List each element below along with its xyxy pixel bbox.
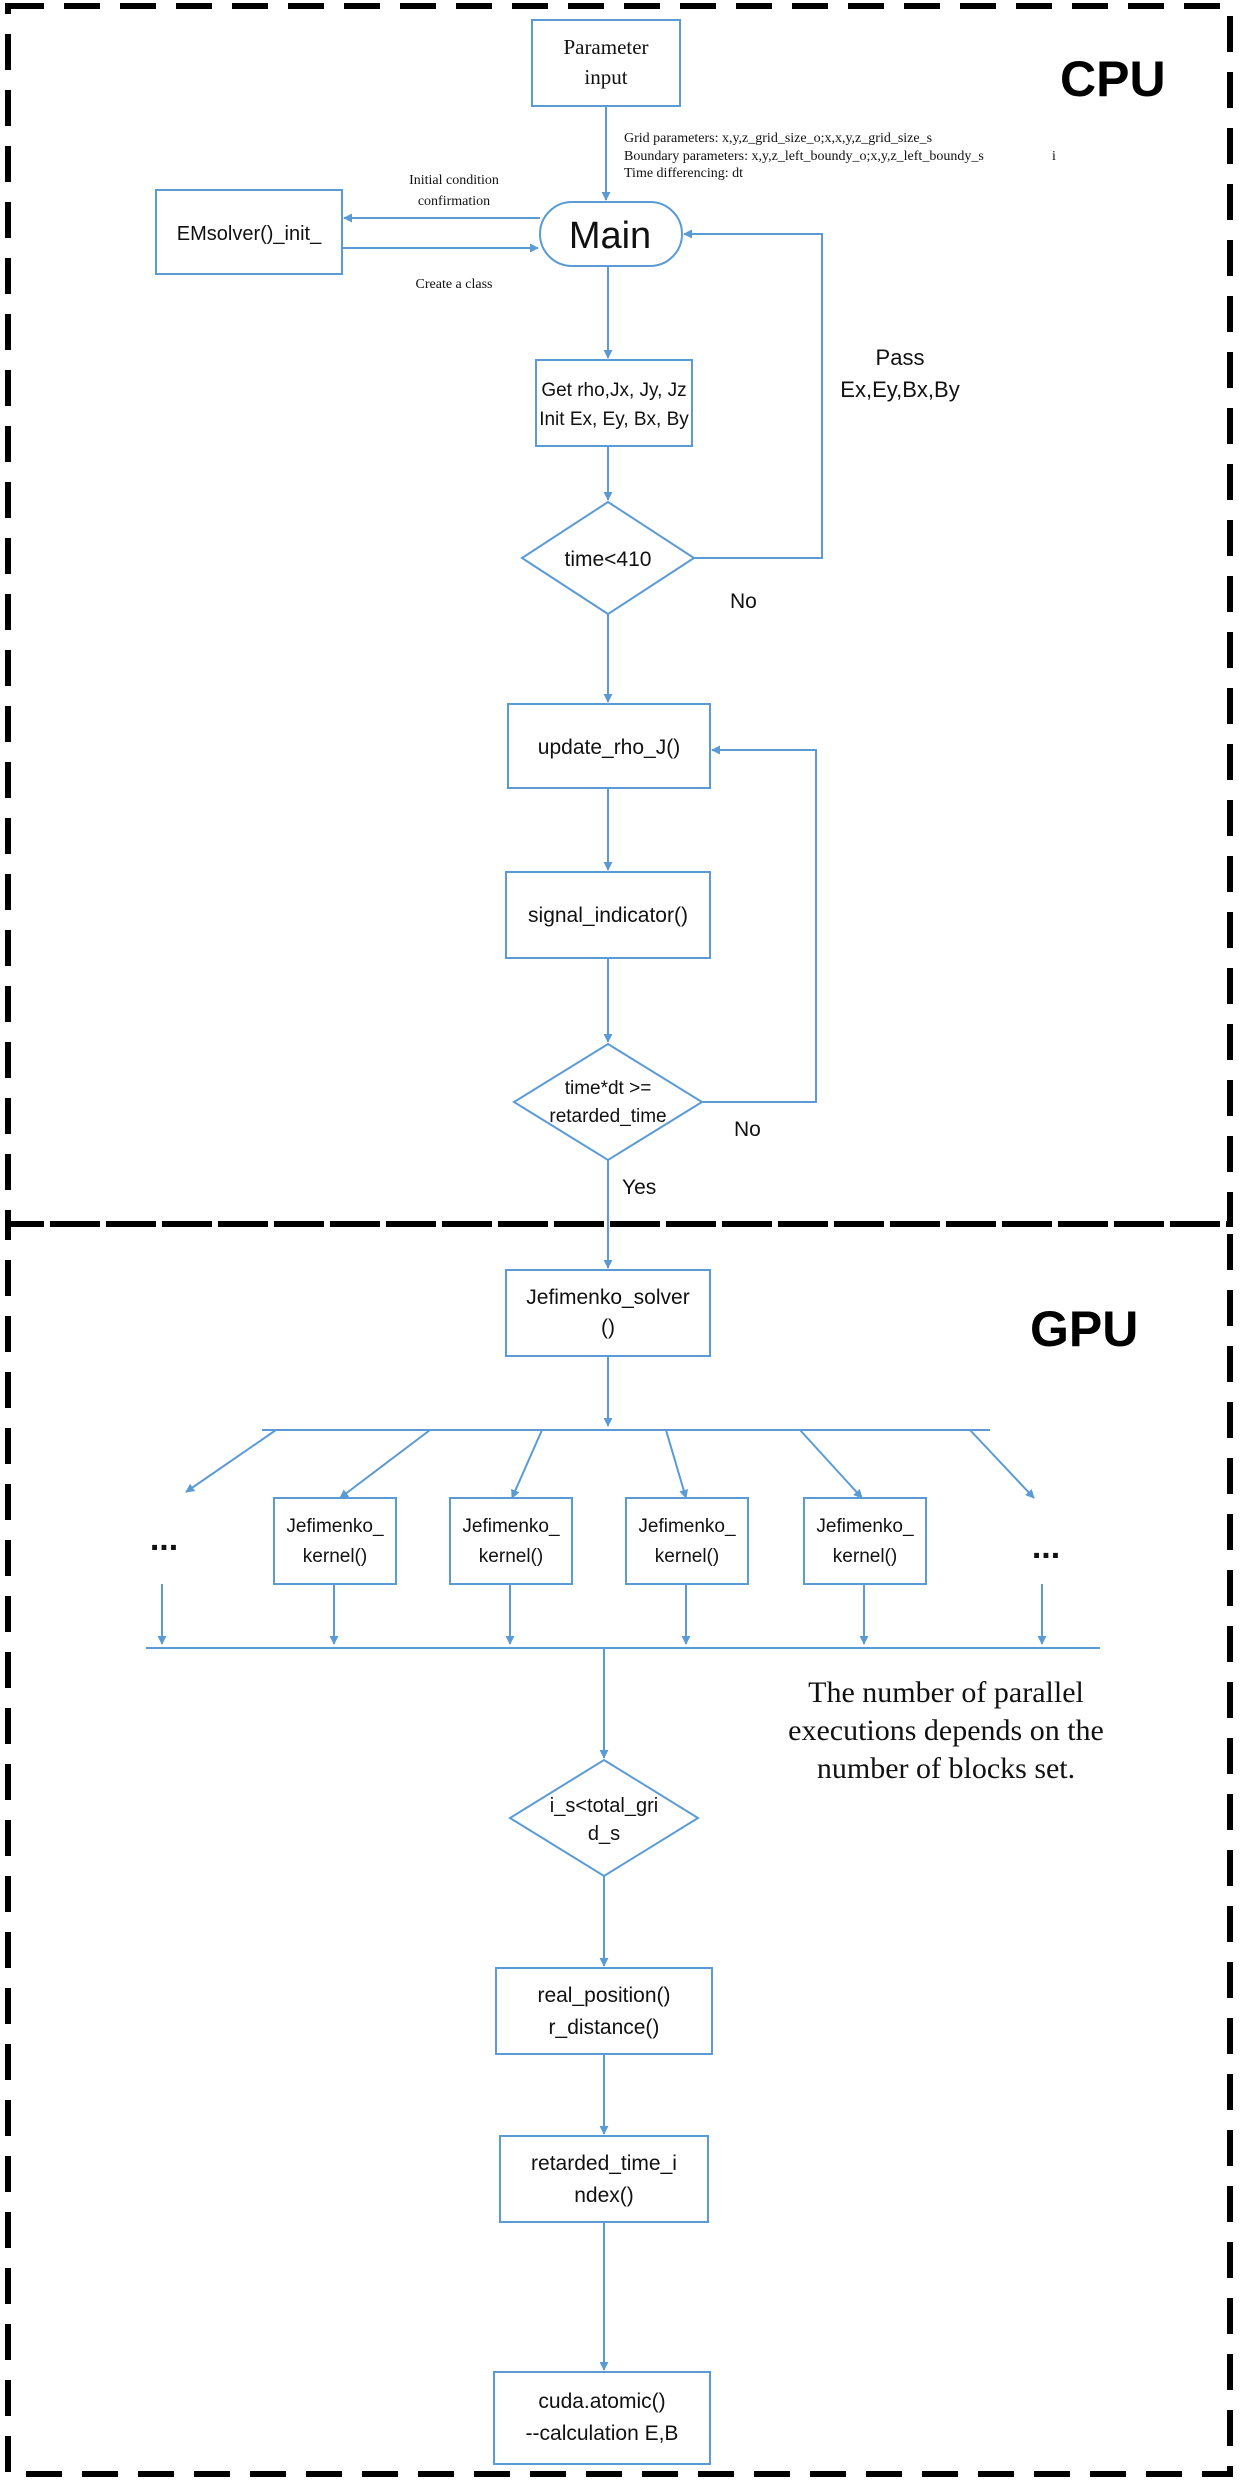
svg-text:Jefimenko_: Jefimenko_ bbox=[462, 1516, 560, 1537]
no-label-2: No bbox=[734, 1118, 761, 1141]
jefimenko-kernel-3: Jefimenko_ kernel() bbox=[625, 1497, 749, 1585]
i-s-total-grid-decision: i_s<total_gri d_s bbox=[508, 1758, 700, 1878]
pass-fields-label: Ex,Ey,Bx,By bbox=[840, 377, 959, 402]
svg-text:The number of parallel: The number of parallel bbox=[808, 1676, 1084, 1709]
svg-text:executions depends on the: executions depends on the bbox=[788, 1714, 1104, 1747]
get-rho-box: Get rho,Jx, Jy, Jz Init Ex, Ey, Bx, By bbox=[535, 359, 693, 447]
ellipsis-left: ... bbox=[150, 1520, 178, 1558]
svg-text:kernel(): kernel() bbox=[479, 1546, 543, 1567]
split-arrow-4 bbox=[665, 1429, 689, 1499]
svg-text:EMsolver()_init_: EMsolver()_init_ bbox=[177, 223, 322, 245]
split-arrow-2 bbox=[339, 1429, 431, 1499]
svg-text:Grid parameters: x,y,z_grid_si: Grid parameters: x,y,z_grid_size_o;x,x,y… bbox=[624, 131, 932, 146]
svg-text:i_s<total_gri: i_s<total_gri bbox=[550, 1795, 658, 1817]
jefimenko-kernel-2: Jefimenko_ kernel() bbox=[449, 1497, 573, 1585]
svg-text:r_distance(): r_distance() bbox=[549, 2016, 660, 2039]
svg-text:retarded_time: retarded_time bbox=[549, 1106, 666, 1127]
create-class-label: Create a class bbox=[416, 277, 493, 292]
parameter-input-box: Parameter input bbox=[531, 19, 681, 107]
svg-text:Jefimenko_: Jefimenko_ bbox=[286, 1516, 384, 1537]
svg-text:Parameter: Parameter bbox=[563, 35, 648, 59]
real-position-box: real_position() r_distance() bbox=[495, 1967, 713, 2055]
ellipsis-right: ... bbox=[1032, 1528, 1060, 1566]
parameter-annotation: Grid parameters: x,y,z_grid_size_o;x,x,y… bbox=[624, 131, 1056, 181]
jefimenko-solver-box: Jefimenko_solver () bbox=[505, 1269, 711, 1357]
cuda-atomic-box: cuda.atomic() --calculation E,B bbox=[493, 2371, 711, 2465]
svg-text:cuda.atomic(): cuda.atomic() bbox=[538, 2390, 665, 2413]
initial-condition-label: Initial condition bbox=[409, 173, 499, 188]
svg-text:signal_indicator(): signal_indicator() bbox=[528, 904, 688, 927]
jefimenko-kernel-4: Jefimenko_ kernel() bbox=[803, 1497, 927, 1585]
svg-text:Main: Main bbox=[569, 215, 651, 257]
svg-text:Time differencing: dt: Time differencing: dt bbox=[624, 166, 743, 181]
svg-text:kernel(): kernel() bbox=[655, 1546, 719, 1567]
svg-text:i: i bbox=[1052, 149, 1056, 164]
yes-label: Yes bbox=[622, 1176, 656, 1199]
retarded-time-index-box: retarded_time_i ndex() bbox=[499, 2135, 709, 2223]
svg-text:Get rho,Jx, Jy, Jz: Get rho,Jx, Jy, Jz bbox=[541, 380, 686, 401]
arrow-loop-update bbox=[702, 745, 817, 1103]
time-410-decision: time<410 bbox=[520, 500, 696, 616]
retarded-time-decision: time*dt >= retarded_time bbox=[512, 1042, 704, 1162]
update-rho-j-box: update_rho_J() bbox=[507, 703, 711, 789]
no-label-1: No bbox=[730, 590, 757, 613]
svg-text:(): () bbox=[601, 1316, 615, 1339]
split-arrow-1 bbox=[185, 1429, 277, 1493]
split-arrow-3 bbox=[511, 1429, 543, 1499]
split-arrow-5 bbox=[799, 1429, 863, 1499]
signal-indicator-box: signal_indicator() bbox=[505, 871, 711, 959]
main-node: Main bbox=[539, 201, 683, 267]
svg-text:kernel(): kernel() bbox=[833, 1546, 897, 1567]
gpu-label: GPU bbox=[1030, 1301, 1138, 1357]
svg-text:Boundary parameters: x,y,z_lef: Boundary parameters: x,y,z_left_boundy_o… bbox=[624, 149, 984, 164]
cpu-section-border bbox=[5, 3, 1233, 1227]
svg-text:real_position(): real_position() bbox=[537, 1984, 670, 2007]
svg-text:Jefimenko_: Jefimenko_ bbox=[638, 1516, 736, 1537]
split-arrow-6 bbox=[969, 1429, 1035, 1499]
arrow-loop-pass bbox=[683, 229, 823, 559]
gpu-section-border bbox=[5, 1221, 1233, 2477]
pass-label: Pass bbox=[876, 345, 925, 370]
svg-text:ndex(): ndex() bbox=[574, 2184, 634, 2207]
svg-text:retarded_time_i: retarded_time_i bbox=[531, 2152, 677, 2175]
svg-text:d_s: d_s bbox=[588, 1823, 620, 1845]
emsolver-init-box: EMsolver()_init_ bbox=[155, 189, 343, 275]
svg-text:--calculation E,B: --calculation E,B bbox=[526, 2422, 679, 2445]
cpu-label: CPU bbox=[1060, 51, 1166, 107]
svg-text:input: input bbox=[584, 65, 627, 89]
svg-text:time<410: time<410 bbox=[565, 548, 652, 571]
svg-text:time*dt >=: time*dt >= bbox=[565, 1078, 652, 1099]
svg-text:number of blocks set.: number of blocks set. bbox=[817, 1752, 1075, 1785]
svg-text:Init Ex, Ey, Bx, By: Init Ex, Ey, Bx, By bbox=[539, 409, 689, 430]
svg-text:kernel(): kernel() bbox=[303, 1546, 367, 1567]
svg-text:Jefimenko_: Jefimenko_ bbox=[816, 1516, 914, 1537]
svg-text:update_rho_J(): update_rho_J() bbox=[538, 736, 680, 759]
svg-text:Jefimenko_solver: Jefimenko_solver bbox=[526, 1286, 689, 1309]
initial-condition-label-2: confirmation bbox=[418, 194, 490, 209]
jefimenko-kernel-1: Jefimenko_ kernel() bbox=[273, 1497, 397, 1585]
parallel-note: The number of parallel executions depend… bbox=[788, 1676, 1104, 1785]
